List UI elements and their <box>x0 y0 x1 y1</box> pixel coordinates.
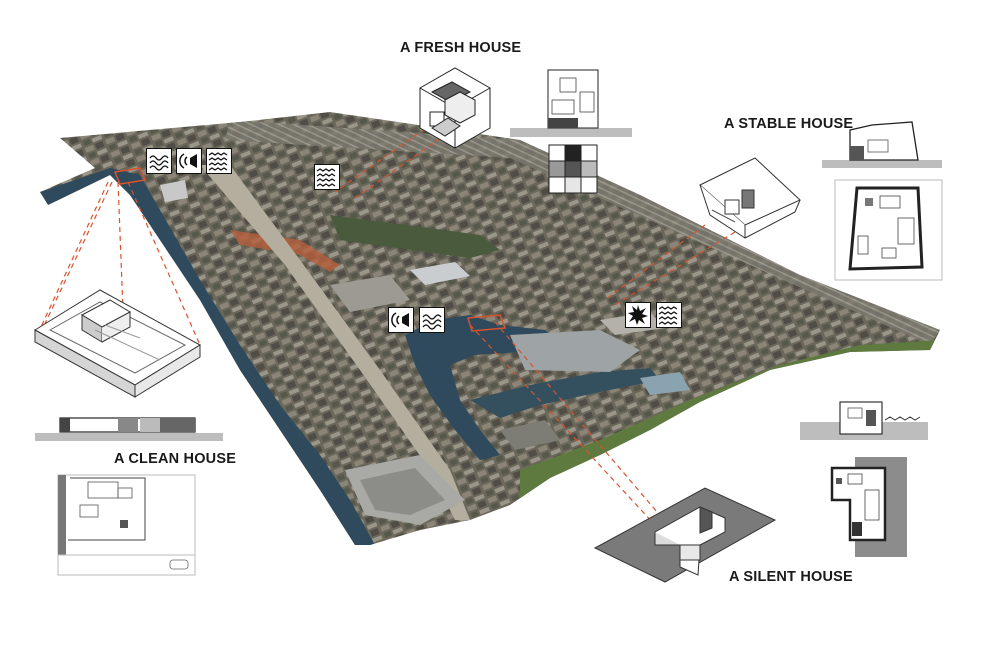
noise-icon <box>176 148 202 174</box>
clean-house-plan <box>57 474 196 576</box>
title-stable-house: A STABLE HOUSE <box>724 116 854 132</box>
icon-group-north <box>314 164 340 190</box>
leader-lines <box>34 117 736 561</box>
fresh-house-axonometric <box>419 67 491 149</box>
silent-house-axonometric <box>593 487 777 583</box>
stable-house-axonometric <box>699 157 801 239</box>
icon-group-center <box>388 307 445 333</box>
title-clean-house: A CLEAN HOUSE <box>114 451 237 467</box>
water-waves-icon <box>656 302 682 328</box>
clean-house-section <box>35 417 223 441</box>
noise-icon <box>388 307 414 333</box>
water-waves-icon <box>314 164 340 190</box>
water-waves-icon <box>206 148 232 174</box>
title-fresh-house: A FRESH HOUSE <box>400 40 522 56</box>
silent-house-plan <box>825 457 907 557</box>
explosion-icon <box>625 302 651 328</box>
title-silent-house: A SILENT HOUSE <box>729 569 853 585</box>
icon-group-west <box>146 148 232 174</box>
stable-house-plan <box>834 179 943 281</box>
air-pollution-icon <box>419 307 445 333</box>
fresh-house-plan <box>548 144 598 194</box>
fresh-house-section <box>510 69 632 137</box>
air-pollution-icon <box>146 148 172 174</box>
silent-house-section <box>800 401 928 440</box>
stable-house-section <box>822 121 942 168</box>
clean-house-axonometric <box>34 289 201 398</box>
icon-group-east <box>625 302 682 328</box>
